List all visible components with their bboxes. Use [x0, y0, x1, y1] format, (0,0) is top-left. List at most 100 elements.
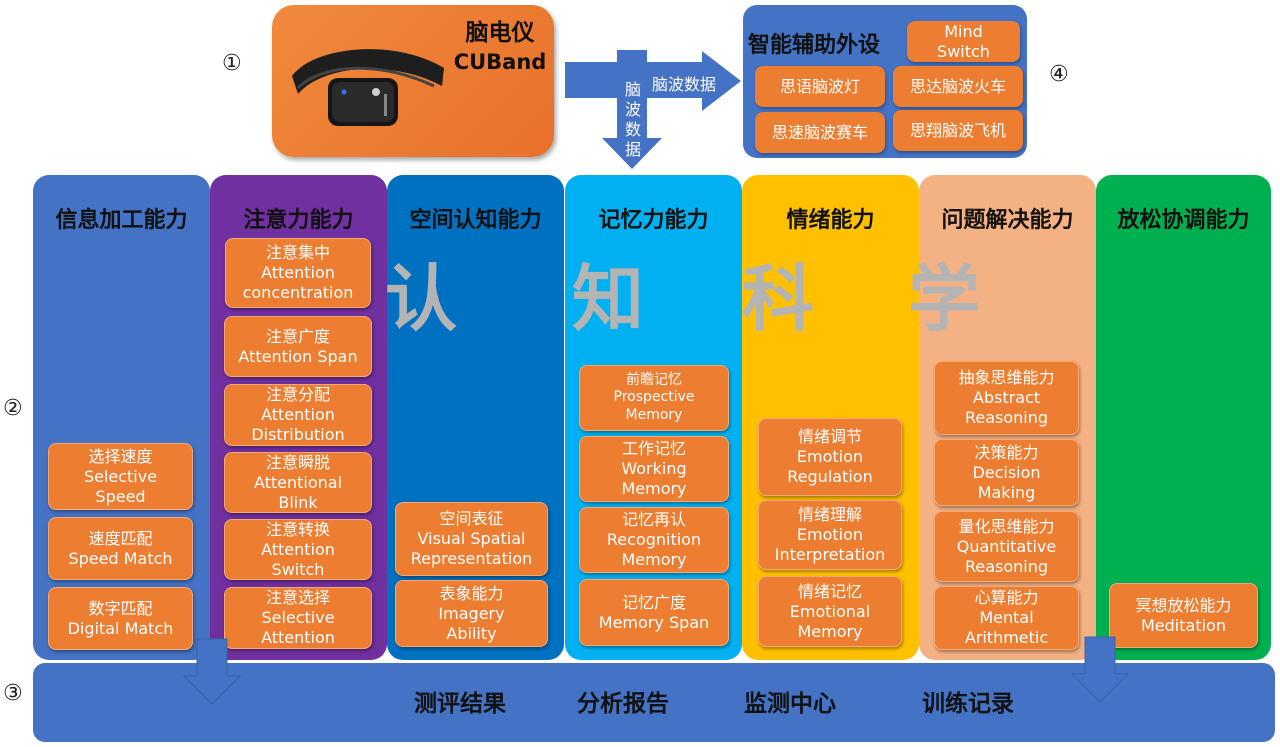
card-abstract-reasoning[interactable]: 抽象思维能力 Abstract Reasoning	[934, 361, 1079, 435]
card-prospective-memory[interactable]: 前瞻记忆 Prospective Memory	[579, 365, 729, 431]
card-line: 数字匹配	[88, 598, 153, 618]
eeg-device-panel	[272, 5, 554, 157]
column-title: 情绪能力	[786, 208, 875, 233]
banner-char: 认	[385, 257, 458, 341]
banner-char: 科	[742, 257, 815, 341]
peripherals-title: 智能辅助外设	[748, 33, 881, 58]
card-line: Attention	[261, 263, 335, 282]
card-line: Ability	[446, 623, 497, 643]
card-line: Speed	[95, 486, 146, 506]
card-emotion-interpretation[interactable]: 情绪理解 Emotion Interpretation	[758, 500, 902, 570]
column-title: 注意力能力	[243, 208, 354, 233]
card-line: 心算能力	[974, 588, 1039, 607]
card-line: Selective	[83, 466, 158, 486]
down-label-stack: 脑 波 数 据	[624, 80, 642, 160]
card-line: Prospective	[613, 389, 695, 406]
card-line: 决策能力	[974, 442, 1039, 462]
card-selective-speed[interactable]: 选择速度 Selective Speed	[48, 443, 193, 510]
right-arrow-icon	[565, 51, 741, 111]
nav-monitoring-center[interactable]: 监测中心	[744, 691, 836, 717]
eeg-headband-image	[292, 49, 444, 126]
card-line: 注意集中	[265, 243, 330, 262]
device-title: 脑电仪	[465, 20, 535, 46]
card-line: Attention	[261, 628, 335, 647]
card-line: Emotion	[796, 447, 864, 466]
peripheral-brainwave-lamp[interactable]: 思语脑波灯	[755, 66, 885, 107]
card-line: Memory	[625, 406, 683, 423]
card-line: Memory	[797, 621, 863, 641]
card-line: 注意分配	[265, 385, 330, 404]
card-working-memory[interactable]: 工作记忆 Working Memory	[579, 436, 729, 502]
card-attention-concentration[interactable]: 注意集中 Attention concentration	[225, 238, 371, 308]
card-line: Memory Span	[598, 612, 710, 632]
card-line: Arithmetic	[964, 628, 1049, 647]
card-memory-span[interactable]: 记忆广度 Memory Span	[579, 579, 729, 646]
step-marker-3: ③	[3, 681, 23, 706]
card-digital-match[interactable]: 数字匹配 Digital Match	[48, 587, 193, 650]
card-line: Attentional	[253, 472, 343, 492]
card-mental-arithmetic[interactable]: 心算能力 Mental Arithmetic	[934, 586, 1079, 650]
card-line: 注意选择	[265, 588, 330, 607]
card-line: Attention	[261, 405, 335, 424]
card-line: 注意瞬脱	[265, 452, 330, 472]
card-emotion-regulation[interactable]: 情绪调节 Emotion Regulation	[758, 418, 902, 496]
card-attentional-blink[interactable]: 注意瞬脱 Attentional Blink	[224, 452, 372, 513]
card-attention-switch[interactable]: 注意转换 Attention Switch	[224, 519, 372, 580]
card-line: 量化思维能力	[958, 516, 1055, 536]
card-recognition-memory[interactable]: 记忆再认 Recognition Memory	[579, 507, 729, 573]
peripheral-brainwave-plane[interactable]: 思翔脑波飞机	[893, 110, 1023, 151]
card-line: Attention Span	[238, 346, 358, 366]
nav-analysis-report[interactable]: 分析报告	[577, 691, 669, 717]
card-line: Working	[621, 459, 687, 478]
down-arrow-icon	[602, 50, 662, 169]
card-line: Imagery	[438, 603, 505, 623]
down-label-char: 波	[624, 100, 641, 119]
card-imagery-ability[interactable]: 表象能力 Imagery Ability	[395, 580, 548, 647]
peripheral-brainwave-train[interactable]: 思达脑波火车	[893, 66, 1023, 107]
peripheral-mind-switch[interactable]: Mind Switch	[907, 21, 1020, 62]
card-line: 情绪调节	[797, 427, 862, 446]
step-marker-2: ②	[3, 396, 23, 421]
device-model: CUBand	[453, 50, 547, 74]
card-line: Recognition	[606, 530, 702, 549]
card-speed-match[interactable]: 速度匹配 Speed Match	[48, 517, 193, 580]
card-line: Reasoning	[964, 556, 1049, 576]
column-title: 放松协调能力	[1117, 208, 1250, 233]
card-line: Interpretation	[774, 545, 886, 564]
card-attention-span[interactable]: 注意广度 Attention Span	[224, 316, 372, 377]
down-label-char: 据	[624, 140, 641, 159]
card-line: Selective	[261, 608, 335, 627]
card-line: 表象能力	[439, 583, 504, 603]
nav-training-records[interactable]: 训练记录	[922, 691, 1014, 717]
card-line: Visual Spatial	[417, 529, 526, 548]
card-line: concentration	[242, 283, 354, 302]
card-line: 记忆广度	[621, 592, 686, 612]
card-line: 冥想放松能力	[1135, 595, 1232, 615]
card-decision-making[interactable]: 决策能力 Decision Making	[934, 439, 1079, 506]
nav-evaluation-results[interactable]: 测评结果	[414, 691, 506, 717]
card-line: Regulation	[787, 467, 873, 486]
card-quantitative-reasoning[interactable]: 量化思维能力 Quantitative Reasoning	[934, 511, 1079, 582]
card-line: 选择速度	[88, 446, 153, 466]
card-meditation[interactable]: 冥想放松能力 Meditation	[1109, 583, 1258, 648]
card-line: Speed Match	[68, 548, 173, 568]
column-title: 信息加工能力	[55, 208, 188, 233]
card-line: Making	[977, 482, 1036, 502]
down-arrow-right-icon	[1071, 636, 1129, 703]
card-attention-distribution[interactable]: 注意分配 Attention Distribution	[224, 384, 372, 446]
down-arrow-left-icon	[183, 638, 241, 705]
card-line: Attention	[261, 539, 335, 559]
card-line: Reasoning	[964, 408, 1049, 427]
brainwave-data-label: 脑波数据	[652, 75, 717, 94]
card-line: Blink	[278, 492, 318, 512]
card-selective-attention[interactable]: 注意选择 Selective Attention	[224, 587, 372, 649]
card-line: 注意广度	[265, 326, 330, 346]
card-visual-spatial-representation[interactable]: 空间表征 Visual Spatial Representation	[395, 502, 548, 576]
card-emotional-memory[interactable]: 情绪记忆 Emotional Memory	[758, 576, 902, 647]
card-line: Memory	[621, 479, 687, 498]
card-line: 速度匹配	[88, 528, 153, 548]
column-relaxation: 放松协调能力	[1096, 175, 1271, 660]
card-line: 前瞻记忆	[626, 371, 682, 388]
peripheral-brainwave-racecar[interactable]: 思速脑波赛车	[755, 112, 885, 153]
card-line: Representation	[410, 549, 533, 568]
